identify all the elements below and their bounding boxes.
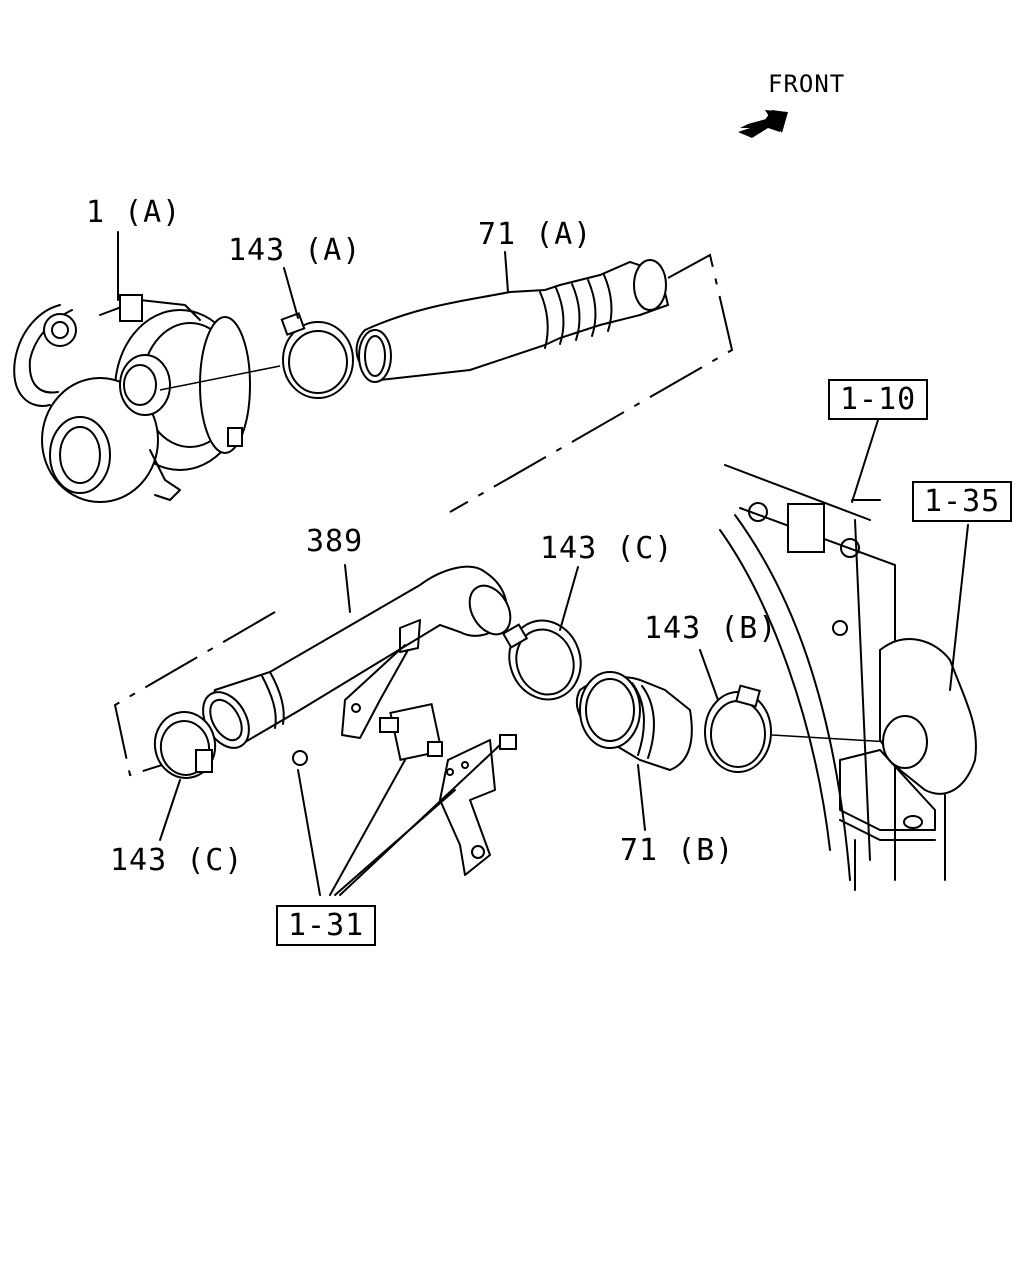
pipe-389 xyxy=(202,564,512,749)
intercooler-frame xyxy=(719,419,977,891)
clamp-143-c-upper xyxy=(501,566,582,701)
callout-hose-71-a: 71 (A) xyxy=(478,217,593,252)
clamp-143-a xyxy=(280,267,354,399)
callout-clamp-143-b: 143 (B) xyxy=(644,611,778,646)
ref-box-1-35: 1-35 xyxy=(912,481,1013,522)
callout-clamp-143-c-upper: 143 (C) xyxy=(540,531,674,566)
clamp-143-b xyxy=(699,649,772,773)
callout-turbocharger: 1 (A) xyxy=(86,195,182,230)
turbocharger xyxy=(13,231,251,503)
front-arrow-icon xyxy=(738,110,788,138)
hose-71-a xyxy=(355,251,670,383)
mount-hardware xyxy=(292,702,517,896)
clamp-143-c-lower xyxy=(153,711,217,841)
callout-clamp-143-a: 143 (A) xyxy=(228,233,362,268)
hose-71-b xyxy=(575,671,693,831)
callout-pipe-389: 389 xyxy=(306,524,364,559)
front-label: FRONT xyxy=(768,70,846,98)
guide-line-upper xyxy=(449,253,734,513)
callout-hose-71-b: 71 (B) xyxy=(620,833,735,868)
ref-box-1-10: 1-10 xyxy=(828,379,929,420)
ref-box-1-31: 1-31 xyxy=(276,905,377,946)
callout-clamp-143-c-lower: 143 (C) xyxy=(110,843,244,878)
